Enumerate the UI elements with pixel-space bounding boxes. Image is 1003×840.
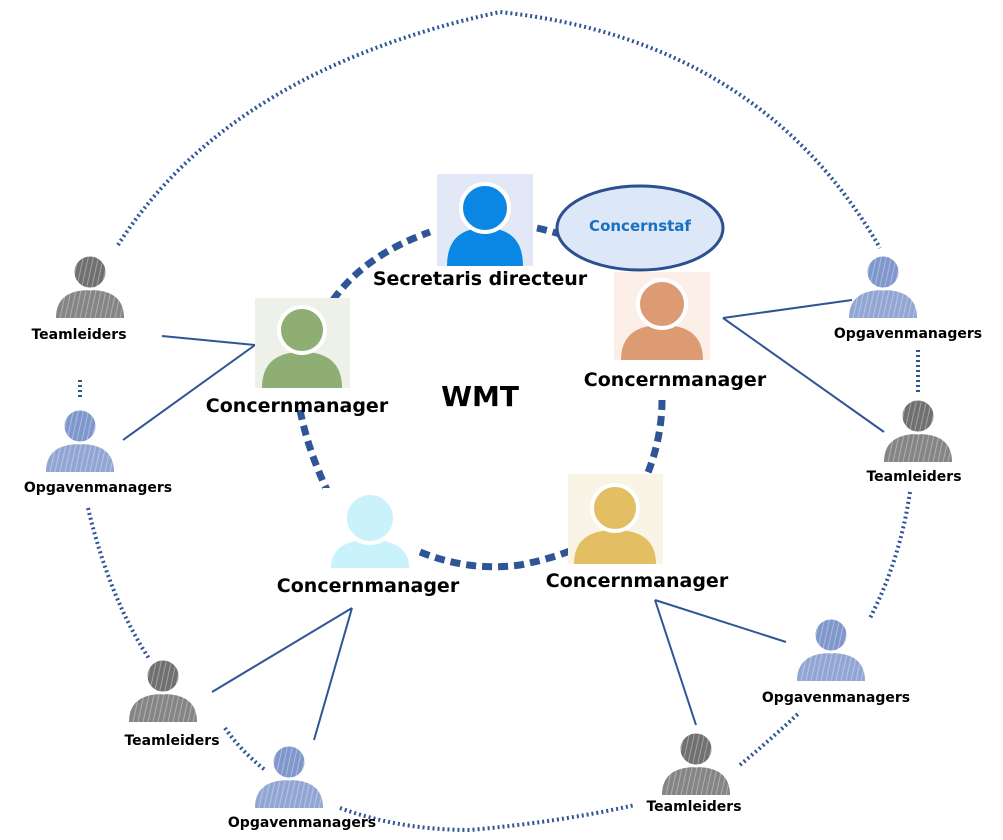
outer-ring-bottom-right	[738, 710, 802, 767]
connector-line	[211, 607, 353, 693]
concernmanager-figure-west	[255, 298, 350, 388]
connector-lines	[122, 299, 885, 741]
wmt-label: WMT	[441, 380, 519, 413]
opgavenmanagers-label: Opgavenmanagers	[227, 815, 377, 831]
secretaris-directeur-figure	[437, 174, 533, 266]
opgavenmanager-person-icon	[255, 743, 334, 809]
connector-line	[161, 335, 256, 346]
teamleiders-label: Teamleiders	[124, 733, 220, 749]
outer-ring-bottom-mid	[339, 803, 636, 833]
concernmanager-figure-south-east	[568, 474, 663, 564]
connector-line	[122, 344, 256, 441]
concernmanager-label: Concernmanager	[583, 369, 767, 391]
teamleiders-label: Teamleiders	[646, 799, 742, 815]
secretaris-directeur-label: Secretaris directeur	[372, 268, 588, 290]
opgavenmanagers-label: Opgavenmanagers	[761, 690, 911, 706]
teamleider-person-icon	[56, 253, 135, 319]
inner-ring-right	[641, 399, 666, 482]
concernstaf-label: Concernstaf	[589, 217, 691, 235]
concernmanager-label: Concernmanager	[276, 575, 460, 597]
connector-line	[313, 607, 353, 741]
outer-ring-left-lower	[86, 507, 152, 662]
outer-ring	[78, 9, 920, 833]
inner-ring-left	[296, 409, 331, 492]
inner-ring-bottom	[418, 544, 579, 571]
concernmanager-label: Concernmanager	[545, 570, 729, 592]
person-icon	[447, 182, 523, 266]
concernmanager-figure-east	[614, 272, 710, 360]
person-icon	[574, 483, 656, 564]
concernstaf-badge	[555, 184, 725, 272]
person-icon	[262, 305, 342, 388]
person-icon	[621, 278, 703, 360]
person-icon	[331, 491, 409, 568]
connector-line	[722, 317, 885, 433]
opgavenmanager-person-icon	[46, 407, 125, 473]
inner-ring-top-left	[330, 228, 432, 303]
concernstaf-ellipse	[555, 184, 725, 272]
connector-line	[654, 599, 787, 643]
teamleider-person-icon	[129, 657, 208, 723]
teamleiders-label: Teamleiders	[31, 327, 127, 343]
inner-ring	[296, 224, 666, 571]
outer-ring-bottom-left	[223, 726, 267, 772]
outer-ring-right-lower	[868, 491, 912, 619]
connector-line	[654, 599, 697, 726]
concernmanager-label: Concernmanager	[205, 395, 389, 417]
teamleider-person-icon	[662, 730, 741, 796]
outer-person-icons	[46, 253, 963, 809]
connector-line	[722, 299, 853, 319]
opgavenmanagers-label: Opgavenmanagers	[833, 326, 983, 342]
concernmanager-figure-south-west	[323, 488, 419, 568]
teamleiders-label: Teamleiders	[866, 469, 962, 485]
opgavenmanager-person-icon	[797, 616, 876, 682]
teamleider-person-icon	[884, 397, 963, 463]
opgavenmanager-person-icon	[849, 253, 928, 319]
opgavenmanagers-label: Opgavenmanagers	[23, 480, 173, 496]
